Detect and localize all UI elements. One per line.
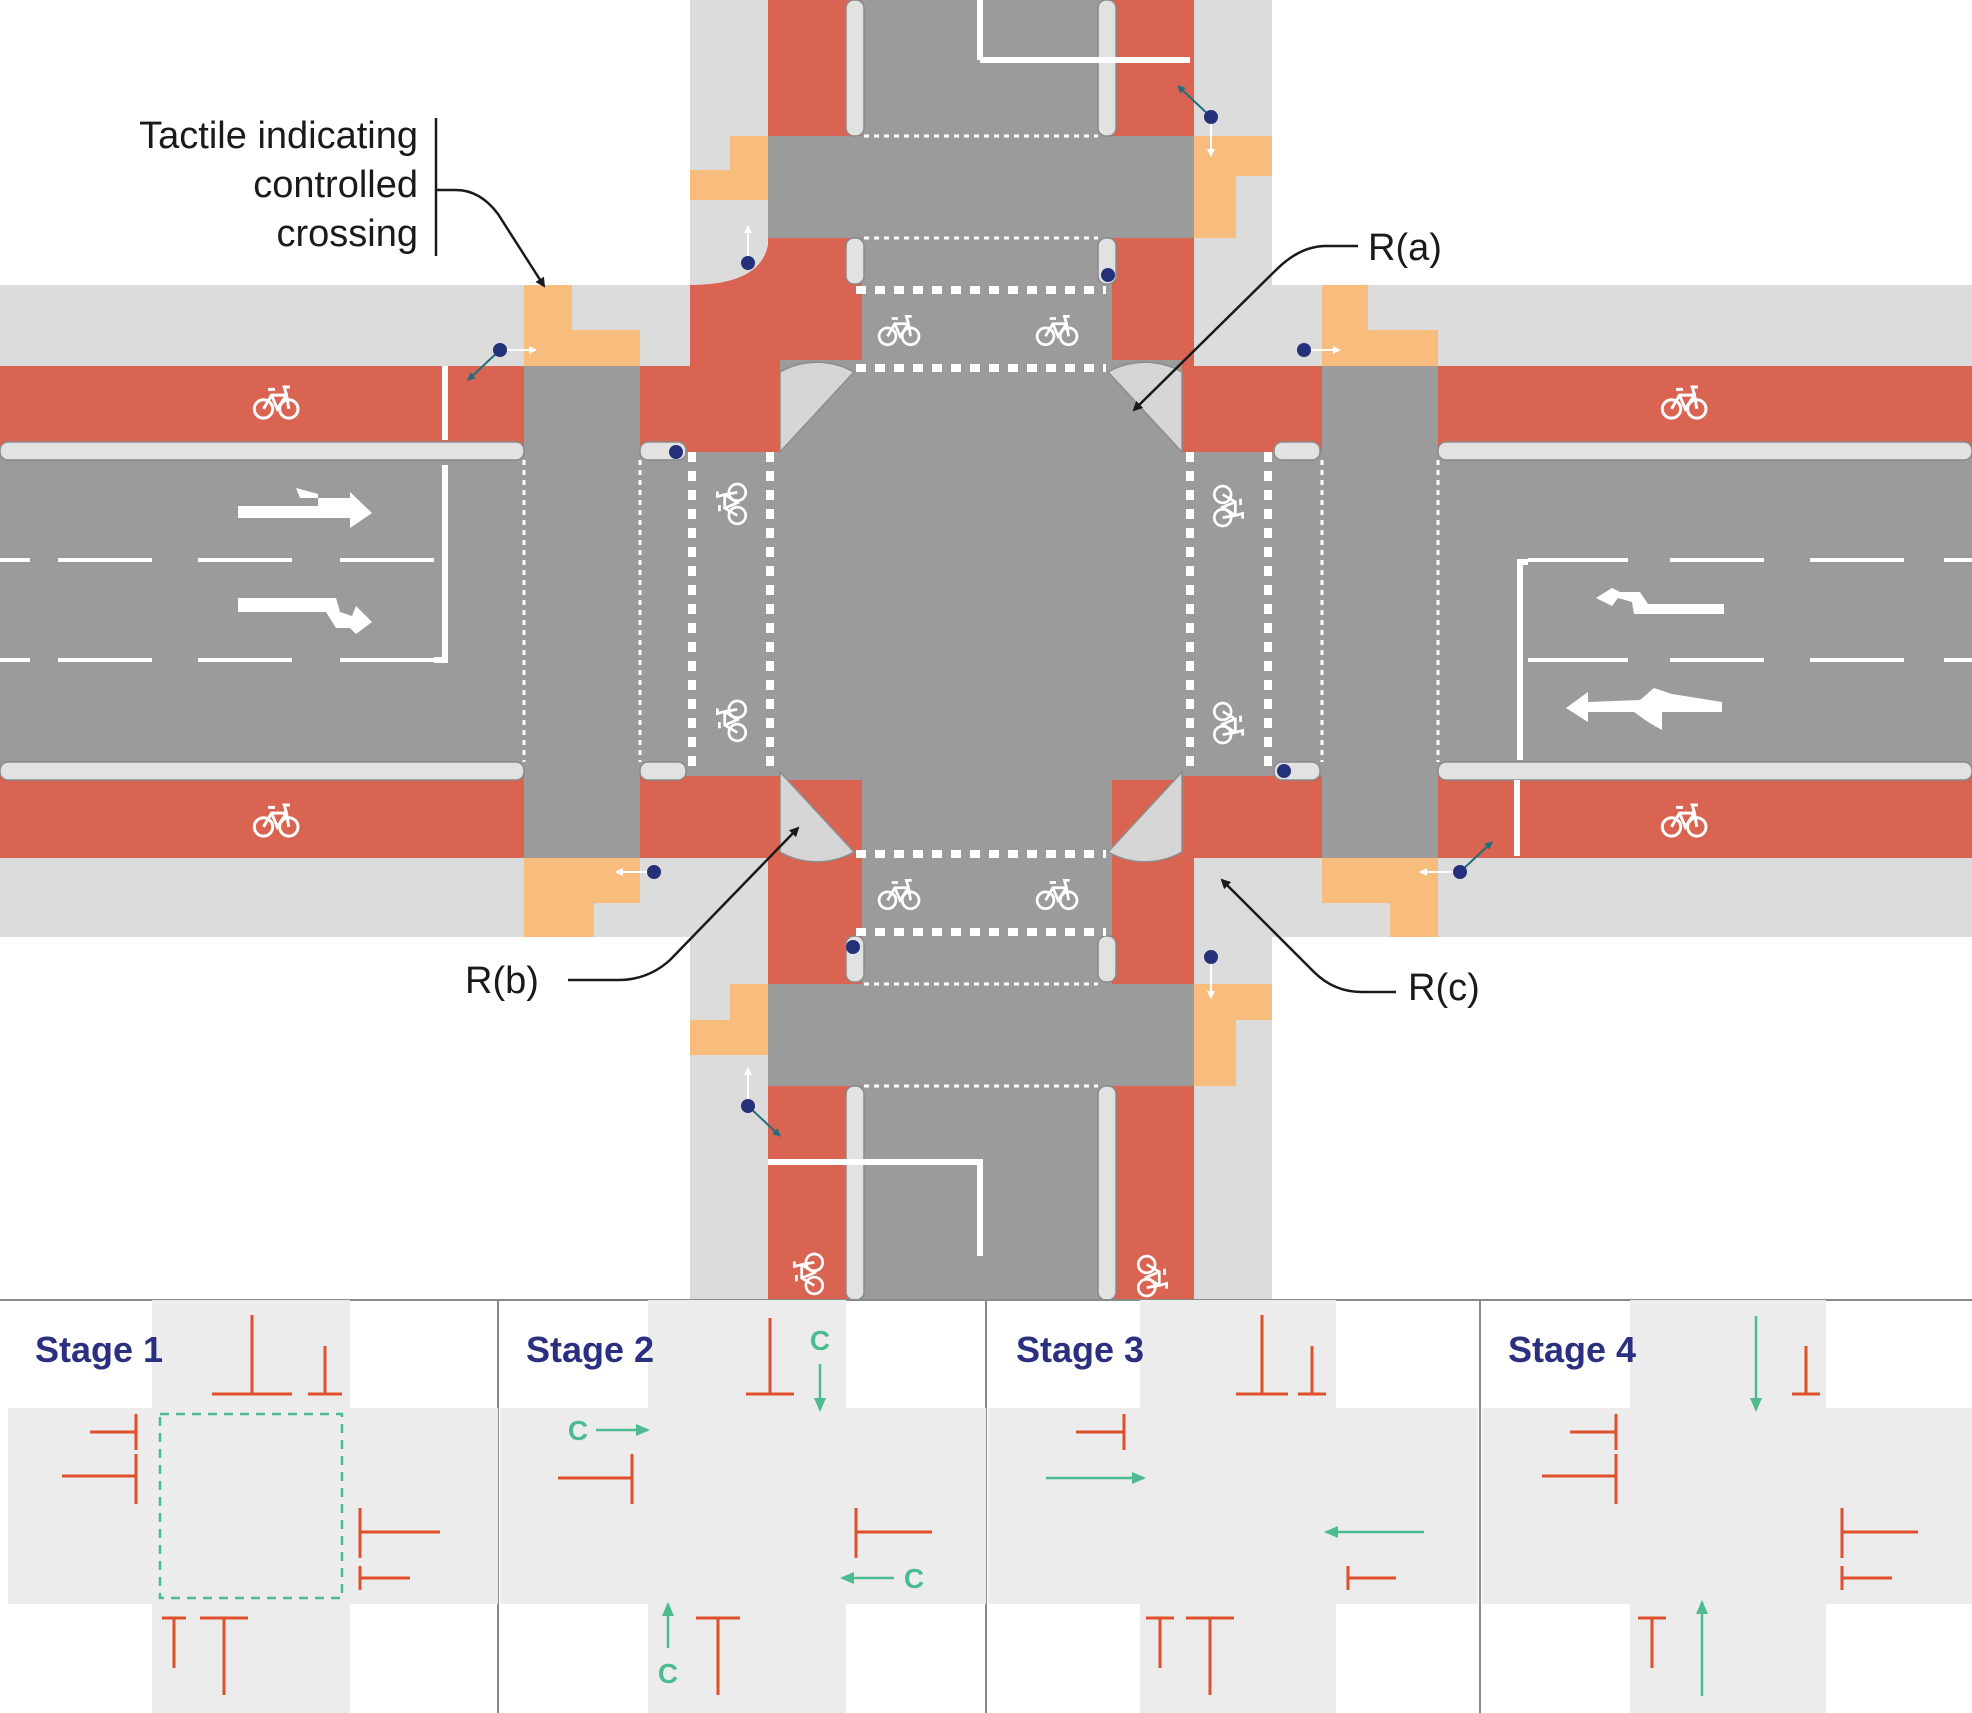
stage-1-panel: Stage 1 bbox=[8, 1300, 498, 1713]
stage-title: Stage 3 bbox=[1016, 1329, 1144, 1370]
tactile-annotation: Tactile indicating controlled crossing bbox=[139, 115, 546, 288]
tactile-paving bbox=[524, 136, 1438, 1086]
stage-panels: Stage 1 Stage 2 bbox=[0, 1299, 1972, 1713]
controlled-marker: C bbox=[904, 1563, 924, 1594]
controlled-marker: C bbox=[810, 1325, 830, 1356]
go-arrow-icon bbox=[1046, 1472, 1424, 1538]
stage-2-panel: Stage 2 C C C C bbox=[500, 1300, 986, 1713]
stage-4-panel: Stage 4 bbox=[1482, 1300, 1972, 1713]
controlled-marker: C bbox=[568, 1415, 588, 1446]
tactile-label-line2: controlled bbox=[253, 164, 418, 206]
controlled-marker: C bbox=[658, 1658, 678, 1689]
stage-title: Stage 2 bbox=[526, 1329, 654, 1370]
go-arrow-icon bbox=[596, 1364, 894, 1648]
carriageway bbox=[0, 0, 1972, 1300]
rb-annotation: R(b) bbox=[465, 826, 800, 1002]
stage-3-panel: Stage 3 bbox=[988, 1300, 1478, 1713]
signal-head-icon bbox=[467, 85, 1493, 1137]
rb-label: R(b) bbox=[465, 960, 539, 1002]
rc-annotation: R(c) bbox=[1220, 878, 1480, 1009]
stop-bar-icon bbox=[1076, 1315, 1396, 1695]
stage-title: Stage 1 bbox=[35, 1329, 163, 1370]
lane-markings bbox=[0, 0, 1972, 1256]
stop-bar-icon bbox=[558, 1318, 932, 1695]
rc-label: R(c) bbox=[1408, 967, 1480, 1009]
tactile-label-line1: Tactile indicating bbox=[139, 115, 418, 157]
ra-label: R(a) bbox=[1368, 227, 1442, 269]
cycle-crossing-markings bbox=[688, 286, 1272, 936]
crossing-dotted-lines bbox=[522, 134, 1440, 1088]
corner-islands bbox=[779, 361, 1183, 863]
stop-bar-icon bbox=[62, 1315, 440, 1695]
stage-title: Stage 4 bbox=[1508, 1329, 1636, 1370]
go-arrow-icon bbox=[1696, 1316, 1762, 1696]
ra-annotation: R(a) bbox=[1132, 227, 1442, 412]
turn-arrow-icon bbox=[238, 488, 1724, 730]
tactile-label-line3: crossing bbox=[277, 213, 419, 255]
stop-bar-icon bbox=[1542, 1346, 1918, 1668]
